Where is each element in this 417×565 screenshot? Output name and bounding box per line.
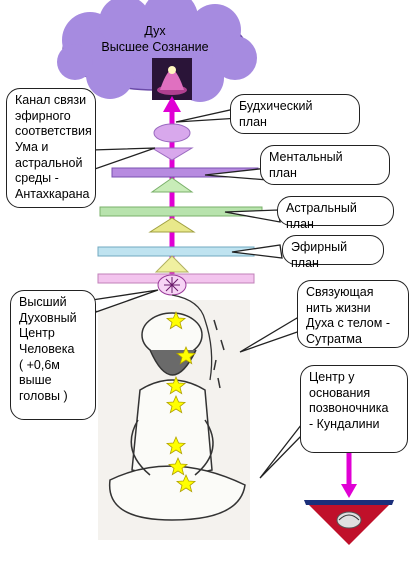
- callout-pointers: [91, 109, 306, 479]
- callout-etheric-plane: Эфирный план: [282, 235, 384, 270]
- sutratma-thread: [171, 294, 213, 381]
- chakra-star: [175, 473, 197, 493]
- chakra-star: [165, 310, 187, 330]
- cloud-title: Дух: [144, 24, 166, 38]
- cloud-subtitle: Высшее Сознание: [101, 39, 209, 54]
- callout-antahkarana: Канал связи эфирного соответствия Ума и …: [6, 88, 96, 208]
- chakra-star: [165, 394, 187, 414]
- chakra-star: [165, 435, 187, 455]
- axis-arrowhead: [163, 96, 181, 112]
- chakra-star: [175, 345, 197, 365]
- cloud-label: Дух Высшее Сознание: [80, 24, 230, 55]
- lotus-image: [152, 58, 192, 100]
- kundalini-base-triangle: [304, 500, 394, 545]
- chakra-star: [167, 456, 189, 476]
- chakra-star: [165, 375, 187, 395]
- chakra-stars: [165, 310, 197, 493]
- callout-highest-center: Высший Духовный Центр Человека ( +0,6м в…: [10, 290, 96, 420]
- callout-kundalini: Центр у основания позвоночника - Кундали…: [300, 365, 408, 453]
- mental-cone: [99, 177, 263, 233]
- callout-mental-plane: Ментальный план: [260, 145, 390, 185]
- etheric-plane: [97, 255, 255, 296]
- callout-astral-plane: Астральный план: [277, 196, 394, 231]
- callout-buddhic-plane: Будхический план: [230, 94, 360, 134]
- seated-sage-figure: [108, 312, 246, 521]
- callout-sutratma: Связующая нить жизни Духа с телом - Сутр…: [297, 280, 409, 348]
- astral-plane-bar: [97, 246, 255, 257]
- buddhic-cone: [111, 123, 259, 178]
